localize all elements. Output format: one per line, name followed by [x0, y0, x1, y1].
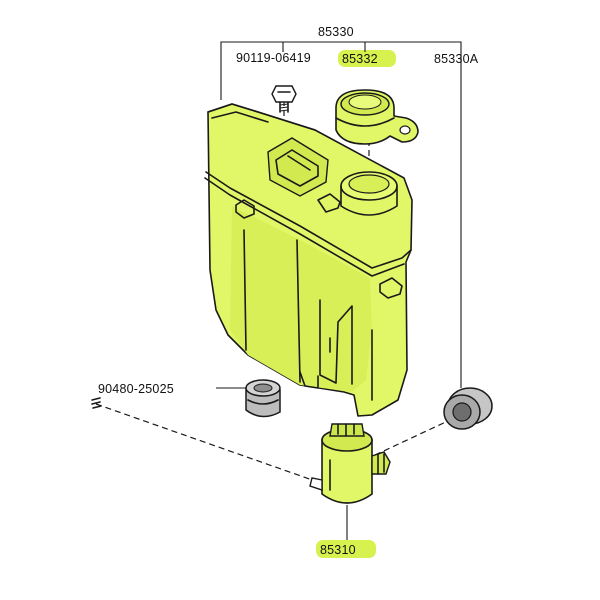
label-grommet-left: 90480-25025: [98, 382, 174, 396]
cap-label-highlight: [338, 50, 396, 67]
label-bolt: 90119-06419: [236, 51, 311, 65]
pump-label-highlight: [316, 540, 376, 558]
label-cap: 85332: [342, 52, 378, 66]
washer-pump-icon: [309, 423, 391, 504]
grommet-icon: [245, 379, 281, 418]
grommet-right-icon: [443, 387, 493, 430]
label-grommet-right: 85330A: [434, 52, 479, 66]
hose-end-icon: [91, 397, 102, 409]
washer-reservoir-icon: [204, 103, 413, 417]
label-assembly: 85330: [318, 25, 354, 39]
assembly-bracket: [220, 41, 462, 388]
reservoir-cap-icon: [335, 89, 419, 145]
label-pump: 85310: [320, 543, 356, 557]
bolt-icon: [271, 85, 297, 113]
